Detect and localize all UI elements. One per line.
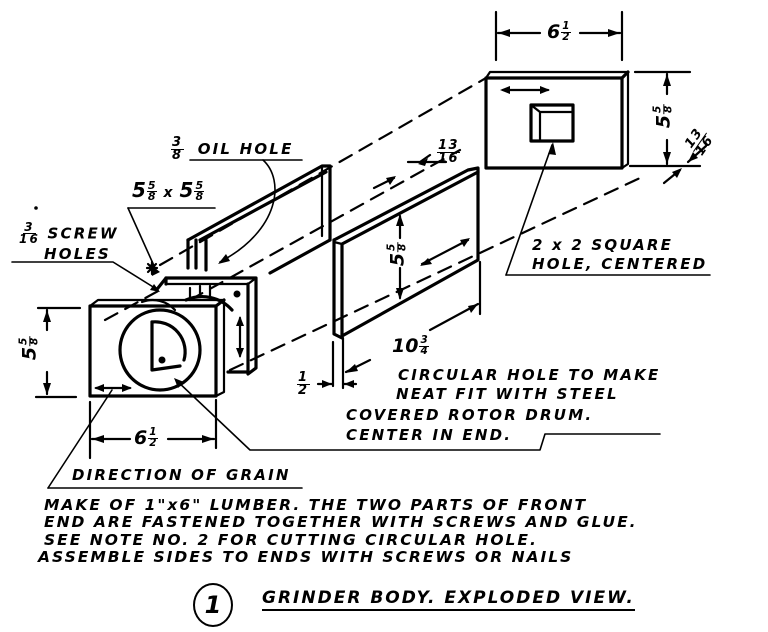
size-b-whole: 5 (179, 178, 194, 202)
size-a-whole: 5 (132, 178, 146, 202)
dim-den: 8 (662, 105, 675, 113)
figure-number-badge: 1 (193, 583, 233, 627)
note-line: SEE NOTE NO. 2 FOR CUTTING CIRCULAR HOLE… (44, 530, 538, 549)
screw-holes-line1: SCREW (47, 224, 119, 243)
front-width-dim (88, 398, 218, 460)
square-hole-callout: 2 x 2 SQUARE HOLE, CENTERED (532, 236, 707, 274)
dim-num: 3 (419, 334, 429, 347)
back-width-dim (494, 10, 624, 62)
side-half-dim (316, 340, 358, 388)
dim-den: 8 (28, 337, 41, 345)
oil-hole-text: OIL HOLE (197, 140, 294, 159)
dim-den: 2 (149, 436, 157, 449)
side-length-dim (341, 260, 482, 390)
circular-hole-line1: CIRCULAR HOLE TO MAKE (398, 366, 661, 384)
size-sep: x (163, 185, 173, 201)
size-b-den: 8 (195, 190, 204, 203)
dim-num: 1 (561, 20, 571, 33)
note-line: ASSEMBLE SIDES TO ENDS WITH SCREWS OR NA… (38, 548, 574, 567)
back-height-dim (628, 70, 708, 185)
figure-caption-text: GRINDER BODY. EXPLODED VIEW. (262, 588, 635, 608)
top-panel (186, 164, 332, 275)
figure-number: 1 (204, 591, 222, 619)
square-hole-line2: HOLE, CENTERED (532, 254, 708, 273)
dim-whole: 5 (18, 346, 41, 361)
circular-hole-callout-cont: COVERED ROTOR DRUM. CENTER IN END. (346, 406, 593, 445)
size-a-den: 8 (147, 190, 156, 203)
figure-caption: GRINDER BODY. EXPLODED VIEW. (262, 590, 635, 611)
circular-hole-line4: CENTER IN END. (346, 425, 513, 444)
projection-lines (103, 76, 642, 372)
callout-num: 3 (23, 220, 36, 235)
dim-num: 13 (437, 138, 461, 154)
dim-den: 2 (298, 383, 309, 399)
circular-hole-line3: COVERED ROTOR DRUM. (346, 406, 594, 424)
notes-block: MAKE OF 1"x6" LUMBER. THE TWO PARTS OF F… (38, 496, 638, 566)
note-line: END ARE FASTENED TOGETHER WITH SCREWS AN… (44, 513, 638, 532)
back-end-panel (484, 70, 630, 170)
dim-whole: 6 (134, 426, 148, 449)
front-height-dim (34, 306, 82, 399)
size-b-num: 5 (194, 178, 205, 192)
grain-arrow-front (94, 384, 132, 392)
grain-arrow-back (500, 86, 550, 94)
dim-whole: 5 (386, 252, 409, 267)
square-hole-line1: 2 x 2 SQUARE (532, 236, 674, 254)
dim-num: 1 (148, 426, 158, 439)
dim-den: 2 (562, 30, 570, 43)
side-thickness-dim (372, 153, 448, 190)
dim-den: 16 (438, 151, 460, 167)
dim-den: 4 (420, 344, 428, 357)
note-line: MAKE OF 1"x6" LUMBER. THE TWO PARTS OF F… (44, 496, 588, 514)
callout-den: 8 (172, 148, 184, 164)
dim-whole: 10 (392, 334, 419, 357)
grain-text: DIRECTION OF GRAIN (72, 466, 291, 484)
callout-num: 3 (171, 135, 185, 151)
dim-whole: 6 (547, 20, 561, 43)
front-end-panel (88, 298, 226, 398)
screw-hole-marks (34, 206, 159, 276)
grain-callout: DIRECTION OF GRAIN (72, 468, 291, 483)
circular-hole-line2: NEAT FIT WITH STEEL (396, 384, 619, 403)
dim-den: 8 (396, 243, 409, 251)
dim-whole: 5 (652, 114, 675, 129)
size-a-num: 5 (146, 178, 157, 192)
callout-den: 16 (19, 232, 41, 247)
dim-num: 1 (297, 370, 310, 386)
screw-holes-line2: HOLES (44, 244, 111, 263)
front-inner-plate (156, 276, 258, 376)
circular-hole-callout: CIRCULAR HOLE TO MAKE NEAT FIT WITH STEE… (396, 366, 661, 404)
